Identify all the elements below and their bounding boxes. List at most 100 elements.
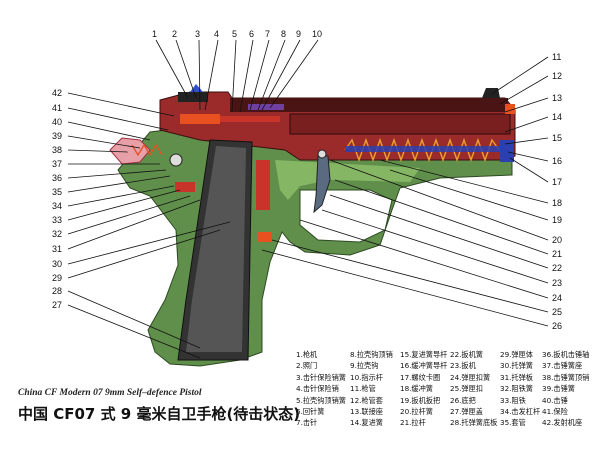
legend-column-3: 15.复进簧导杆 16.缓冲簧导杆 17.螺纹卡圈 18.缓冲簧 19.扳机扳把… xyxy=(400,349,447,429)
safety xyxy=(175,182,195,192)
legend-item: 32.阻铁簧 xyxy=(500,384,533,394)
english-title: China CF Modern 07 9mm Self–defence Pist… xyxy=(18,388,202,398)
callout-9: 9 xyxy=(296,29,301,39)
callout-13: 13 xyxy=(552,93,562,103)
callout-25: 25 xyxy=(552,307,562,317)
legend-item: 8.拉壳钩顶销 xyxy=(350,350,393,359)
frame-inner xyxy=(275,160,420,200)
callout-42: 42 xyxy=(52,88,62,98)
recoil-spring-guide xyxy=(345,146,505,152)
legend-item: 4.击针保险销 xyxy=(296,384,339,394)
legend-item: 23.扳机 xyxy=(450,361,476,371)
front-sight xyxy=(482,88,500,98)
callout-32: 32 xyxy=(52,229,62,239)
legend-item: 41.保险 xyxy=(542,407,568,417)
legend-item: 5.拉壳钩顶销簧 xyxy=(296,395,346,405)
callout-7: 7 xyxy=(265,29,270,39)
callout-22: 22 xyxy=(552,263,562,273)
callout-30: 30 xyxy=(52,259,62,269)
legend-item: 20.拉杆簧 xyxy=(400,407,433,417)
legend-item: 39.击锤簧 xyxy=(542,384,575,394)
legend-item: 15.复进簧导杆 xyxy=(400,350,448,359)
legend-item: 9.拉壳钩 xyxy=(350,361,379,371)
callout-39: 39 xyxy=(52,131,62,141)
pistol-illustration xyxy=(109,84,516,367)
callout-36: 36 xyxy=(52,173,62,183)
callout-19: 19 xyxy=(552,215,562,225)
firing-pin xyxy=(220,116,280,122)
callout-16: 16 xyxy=(552,156,562,166)
callout-17: 17 xyxy=(552,177,562,187)
legend-item: 7.击针 xyxy=(296,418,318,428)
legend-column-6: 36.扳机击锤轴 37.击锤簧座 38.击锤簧顶销 39.击锤簧 40.击锤 4… xyxy=(542,349,589,429)
callout-4: 4 xyxy=(214,29,219,39)
legend-item: 22.扳机簧 xyxy=(450,350,483,359)
legend-item: 13.联接座 xyxy=(350,407,383,417)
legend-item: 40.击锤 xyxy=(542,395,568,405)
extractor xyxy=(248,104,284,110)
legend-item: 21.拉杆 xyxy=(400,418,426,428)
callout-8: 8 xyxy=(281,29,286,39)
legend-item: 24.弹匣扣簧 xyxy=(450,372,491,382)
legend-item: 37.击锤簧座 xyxy=(542,361,583,371)
legend-item: 19.扳机扳把 xyxy=(400,395,441,405)
callout-27: 27 xyxy=(52,300,62,310)
callout-leaders xyxy=(67,39,549,359)
callout-20: 20 xyxy=(552,235,562,245)
legend-column-1: 1.枪机 2.照门 3.击针保险销簧 4.击针保险销 5.拉壳钩顶销簧 6.回针… xyxy=(296,349,346,429)
legend-item: 1.枪机 xyxy=(296,350,318,359)
legend-item: 16.缓冲簧导杆 xyxy=(400,361,448,371)
callout-38: 38 xyxy=(52,145,62,155)
legend-column-4: 22.扳机簧 23.扳机 24.弹匣扣簧 25.弹匣扣 26.底把 27.弹匣盖… xyxy=(450,349,497,429)
legend-item: 12.枪管套 xyxy=(350,395,383,405)
legend-item: 11.枪管 xyxy=(350,384,376,394)
legend-item: 35.套管 xyxy=(500,418,526,428)
recoil-spring xyxy=(344,137,500,163)
callout-5: 5 xyxy=(232,29,237,39)
magazine-spring xyxy=(256,160,270,210)
legend-item: 28.托弹簧底板 xyxy=(450,418,498,428)
legend-item: 34.击发杠杆 xyxy=(500,407,541,417)
trigger xyxy=(313,155,331,214)
callout-21: 21 xyxy=(552,249,562,259)
striker-parts xyxy=(180,114,220,124)
legend-item: 3.击针保险销簧 xyxy=(296,372,346,382)
legend-item: 31.托弹板 xyxy=(500,372,533,382)
magazine-inner xyxy=(186,146,246,352)
rear-sight xyxy=(178,92,208,102)
legend-item: 25.弹匣扣 xyxy=(450,384,483,394)
callout-3: 3 xyxy=(195,29,200,39)
recoil-buffer xyxy=(500,140,514,162)
callout-33: 33 xyxy=(52,215,62,225)
legend-item: 2.照门 xyxy=(296,361,318,371)
legend-item: 26.底把 xyxy=(450,395,476,405)
trigger-pivot xyxy=(317,149,327,159)
legend-item: 36.扳机击锤轴 xyxy=(542,350,590,359)
callout-40: 40 xyxy=(52,117,62,127)
legend-item: 30.托弹簧 xyxy=(500,361,533,371)
hammer-spring xyxy=(131,143,163,157)
legend-item: 17.螺纹卡圈 xyxy=(400,372,441,382)
legend-item: 18.缓冲簧 xyxy=(400,384,433,394)
callout-numbers: 1 2 3 4 5 6 7 8 9 10 11 12 13 14 15 16 1… xyxy=(52,29,562,331)
hammer-pin xyxy=(169,153,183,167)
legend-item: 14.复进簧 xyxy=(350,418,383,428)
legend-item: 27.弹匣盖 xyxy=(450,407,483,417)
callout-28: 28 xyxy=(52,286,62,296)
legend-item: 38.击锤簧顶销 xyxy=(542,372,590,382)
slide-top-band xyxy=(230,98,508,112)
callout-37: 37 xyxy=(52,159,62,169)
callout-26: 26 xyxy=(552,321,562,331)
barrel xyxy=(289,113,511,135)
callout-18: 18 xyxy=(552,198,562,208)
legend-item: 10.指示杆 xyxy=(350,372,383,382)
callout-11: 11 xyxy=(552,52,561,62)
chinese-title: 中国 CF07 式 9 毫米自卫手枪(待击状态) xyxy=(18,405,301,423)
callout-24: 24 xyxy=(552,293,562,303)
callout-35: 35 xyxy=(52,187,62,197)
legend-item: 6.回针簧 xyxy=(296,407,325,417)
callout-34: 34 xyxy=(52,201,62,211)
callout-15: 15 xyxy=(552,133,562,143)
callout-41: 41 xyxy=(52,103,62,113)
